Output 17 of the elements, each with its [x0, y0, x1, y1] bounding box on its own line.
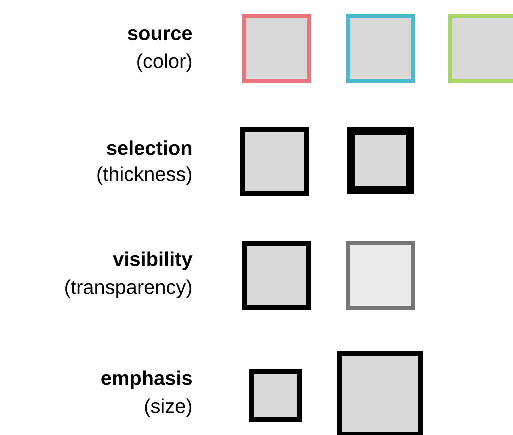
category-label: emphasis — [102, 370, 192, 390]
square — [250, 369, 302, 422]
property-label: (thickness) — [98, 166, 192, 186]
property-label: (color) — [138, 54, 192, 72]
property-label: (size) — [145, 398, 192, 418]
square — [240, 127, 310, 196]
square — [346, 241, 416, 310]
square — [242, 14, 312, 84]
square — [448, 14, 513, 84]
square — [348, 127, 414, 194]
square — [337, 350, 423, 435]
property-label: (transparency) — [66, 280, 192, 298]
square — [242, 241, 312, 310]
square — [346, 14, 416, 84]
category-label: visibility — [113, 252, 193, 270]
category-label: selection — [107, 140, 192, 156]
category-label: source — [128, 30, 192, 40]
